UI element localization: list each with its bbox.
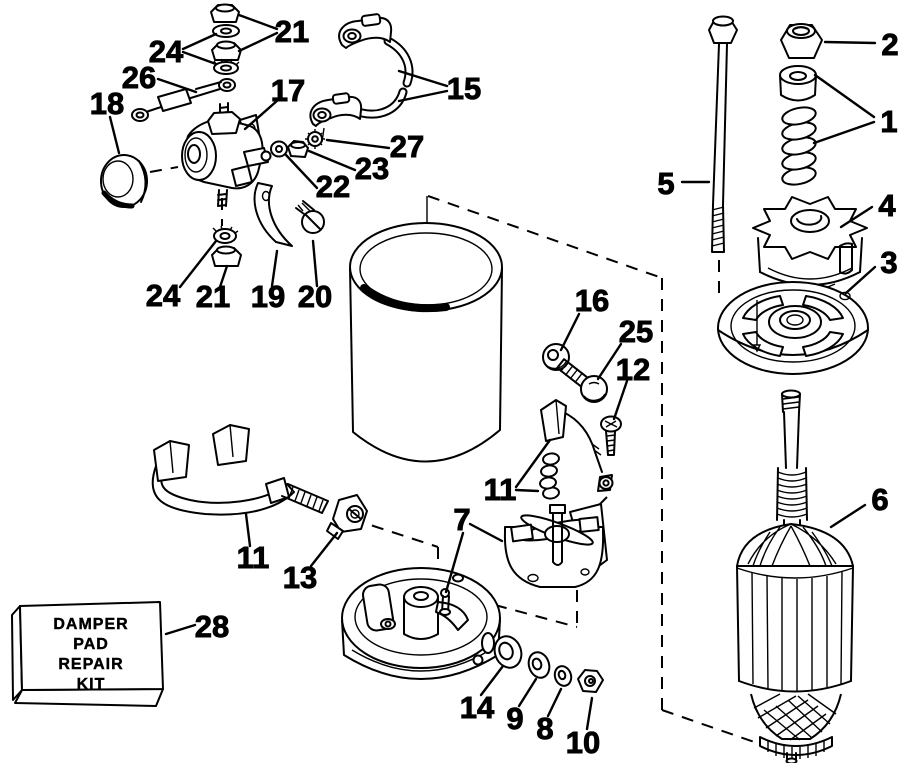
callout-21-bottom: 21	[196, 279, 230, 314]
callout-23: 23	[355, 151, 389, 186]
motor-frame-cylinder	[349, 222, 503, 463]
washer-22	[270, 140, 288, 158]
callout-9: 9	[506, 701, 523, 736]
nut-stack-lower	[211, 225, 242, 267]
battery-cable-15	[309, 13, 414, 143]
terminal-screw-25	[556, 358, 608, 403]
callout-24-top: 24	[149, 34, 184, 69]
callout-26: 26	[122, 60, 156, 95]
bushing-cap-18	[100, 154, 148, 209]
callout-6: 6	[871, 482, 888, 517]
callout-24-bottom: 24	[146, 278, 181, 313]
kit-label-line2: PAD	[73, 636, 109, 653]
callout-20: 20	[298, 279, 332, 314]
callout-28: 28	[195, 609, 229, 644]
pinion-stop-nut-2	[780, 23, 823, 59]
kit-label-line1: DAMPER	[53, 616, 128, 633]
callout-25: 25	[619, 314, 653, 349]
pinion-gear-4	[752, 196, 868, 291]
callout-7: 7	[453, 502, 470, 537]
brush-spring-lead-11-mid	[539, 399, 614, 500]
lock-washer-8	[553, 665, 573, 687]
leader-lines	[108, 13, 877, 731]
callout-27: 27	[390, 129, 424, 164]
kit-label-line4: KIT	[77, 676, 106, 693]
callout-16: 16	[575, 283, 609, 318]
star-washer-27	[305, 129, 325, 149]
mount-bracket-19	[253, 182, 293, 247]
callout-11-mid: 11	[484, 472, 517, 507]
bracket-screw-20	[295, 200, 325, 234]
terminal-stud-26	[131, 78, 236, 122]
drive-spring	[781, 106, 817, 186]
callout-22: 22	[316, 169, 350, 204]
hex-nut-10	[577, 669, 604, 693]
repair-kit-box-28: DAMPER PAD REPAIR KIT	[11, 601, 164, 707]
brush-set-11-left	[151, 424, 329, 516]
starter-solenoid-17	[181, 102, 272, 207]
callout-2: 2	[881, 27, 898, 62]
brush-lead-screw-12	[600, 415, 622, 456]
brush-spring-coil	[539, 452, 560, 500]
terminal-nut-stack-top	[210, 3, 242, 75]
brush-clamp-13	[326, 494, 368, 540]
pinion-stop-plate-3	[717, 281, 869, 375]
armature-6	[736, 389, 854, 763]
callout-21-top: 21	[275, 14, 309, 49]
washer-9	[527, 651, 551, 679]
callout-15: 15	[447, 71, 481, 106]
callout-11-left: 11	[237, 540, 270, 575]
end-cap-housing	[341, 567, 501, 680]
callout-13: 13	[283, 560, 317, 595]
spacer-and-spring-1	[779, 65, 817, 186]
callout-18: 18	[90, 86, 124, 121]
callout-12: 12	[616, 352, 650, 387]
callout-1: 1	[880, 104, 897, 139]
callout-labels: 24 21 26 18 17 15 27 23 22 24 21 19 20 1…	[89, 14, 899, 761]
callout-10: 10	[566, 725, 600, 760]
callout-14: 14	[460, 690, 495, 725]
kit-label-line3: REPAIR	[58, 656, 123, 673]
thrust-washer-14	[493, 635, 523, 669]
callout-8: 8	[536, 711, 553, 746]
callout-17: 17	[271, 73, 305, 108]
callout-5: 5	[657, 166, 674, 201]
callout-3: 3	[880, 245, 897, 280]
brush-plate-7	[503, 503, 608, 588]
flat-washer-16	[542, 343, 570, 371]
hex-nut-23	[287, 140, 309, 158]
through-bolt-5	[708, 15, 738, 253]
callout-19: 19	[251, 279, 285, 314]
callout-4: 4	[878, 188, 896, 223]
